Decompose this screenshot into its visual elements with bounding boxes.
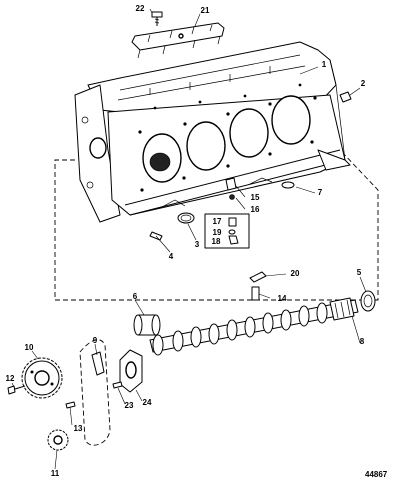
callout-1: 1 (322, 60, 327, 69)
callout-8: 8 (360, 337, 365, 346)
cam-sprocket (21, 357, 63, 399)
sprocket-dowel (65, 401, 76, 409)
group-outline (54, 149, 379, 301)
callout-5: 5 (357, 268, 362, 277)
callout-15: 15 (251, 193, 260, 202)
callout-10: 10 (25, 343, 34, 352)
callout-17: 17 (213, 217, 222, 226)
callout-14: 14 (278, 294, 287, 303)
thrust-plate (119, 349, 143, 393)
sprocket-bolt (7, 385, 26, 395)
crank-sprocket (47, 429, 69, 451)
o-ring (281, 181, 295, 189)
callout-2: 2 (361, 79, 366, 88)
figure-number: 44867 (365, 470, 388, 479)
lifter (249, 271, 267, 301)
callout-21: 21 (201, 6, 210, 15)
timing-chain (79, 339, 111, 446)
gallery-plug (339, 91, 352, 103)
callout-18: 18 (212, 237, 221, 246)
thrust-plate-screw (112, 381, 123, 389)
callout-7: 7 (318, 188, 323, 197)
cam-bearing-front (133, 314, 161, 336)
fitting-15 (225, 177, 237, 200)
callout-3: 3 (195, 240, 200, 249)
callout-13: 13 (74, 424, 83, 433)
leader-lines (11, 8, 367, 470)
lifter-retainer (131, 22, 225, 59)
callout-12: 12 (6, 374, 15, 383)
callouts: 1 2 3 4 5 6 7 8 9 10 11 12 13 14 15 16 1… (6, 4, 366, 478)
expansion-plug (177, 212, 195, 224)
cam-bearing-rear (360, 290, 376, 312)
callout-23: 23 (125, 401, 134, 410)
callout-16: 16 (251, 205, 260, 214)
callout-4: 4 (169, 252, 174, 261)
callout-24: 24 (143, 398, 152, 407)
callout-6: 6 (133, 292, 138, 301)
retainer-bolt (151, 11, 163, 26)
callout-9: 9 (93, 336, 98, 345)
callout-19: 19 (213, 228, 222, 237)
callout-22: 22 (136, 4, 145, 13)
cylinder-block (74, 41, 351, 223)
callout-20: 20 (291, 269, 300, 278)
parts-inset (204, 213, 250, 249)
camshaft (149, 297, 359, 356)
callout-11: 11 (51, 469, 60, 478)
